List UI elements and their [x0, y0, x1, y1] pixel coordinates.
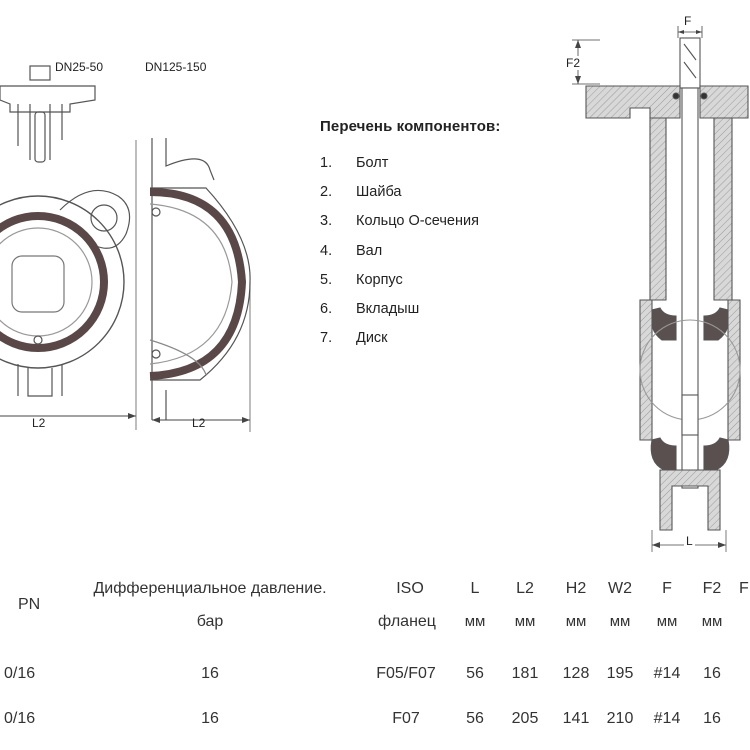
row1-l: 56	[466, 665, 484, 682]
technical-drawing	[0, 26, 749, 552]
header-dp-unit: бар	[196, 613, 224, 630]
unit-f: мм	[656, 613, 678, 630]
dn-large-label: DN125-150	[145, 60, 207, 74]
header-f: F	[662, 580, 672, 597]
row1-f2: 16	[703, 665, 721, 682]
side-view-drawing	[149, 138, 251, 432]
row2-dp: 16	[201, 710, 219, 727]
unit-w2: мм	[609, 613, 631, 630]
header-h2: H2	[565, 580, 587, 597]
header-extra: F	[739, 580, 749, 597]
unit-l2: мм	[514, 613, 536, 630]
component-label: Диск	[356, 330, 388, 347]
component-label: Вал	[356, 242, 383, 259]
row1-l2: 181	[511, 665, 539, 682]
list-item: 7.Диск	[320, 324, 580, 353]
dim-f2-label: F2	[566, 56, 581, 70]
row1-iso: F05/F07	[376, 665, 436, 682]
list-item: 6.Вкладыш	[320, 295, 580, 324]
row1-dp: 16	[201, 665, 219, 682]
header-iso-sub: фланец	[378, 613, 436, 630]
header-iso: ISO	[396, 580, 424, 597]
header-l: L	[470, 580, 480, 597]
list-item: 3.Кольцо О-сечения	[320, 207, 580, 236]
component-label: Шайба	[356, 184, 402, 201]
front-view-drawing	[0, 65, 137, 430]
dim-l-label: L	[684, 534, 695, 548]
row2-w2: 210	[606, 710, 634, 727]
component-label: Кольцо О-сечения	[356, 213, 479, 230]
section-view-drawing	[572, 26, 749, 552]
list-item: 1.Болт	[320, 149, 580, 178]
unit-h2: мм	[565, 613, 587, 630]
dim-f-label: F	[684, 14, 692, 28]
unit-f2: мм	[701, 613, 723, 630]
unit-l: мм	[464, 613, 486, 630]
component-label: Вкладыш	[356, 300, 420, 317]
row2-h2: 141	[562, 710, 590, 727]
component-label: Болт	[356, 155, 389, 171]
row2-f2: 16	[703, 710, 721, 727]
list-item: 5.Корпус	[320, 266, 580, 295]
header-pn: PN	[18, 596, 41, 613]
dim-l2-front-label: L2	[32, 416, 46, 430]
row2-l2: 205	[511, 710, 539, 727]
row1-pn: 0/16	[4, 665, 36, 682]
header-w2: W2	[608, 580, 632, 597]
list-item: 2.Шайба	[320, 178, 580, 207]
row2-l: 56	[466, 710, 484, 727]
list-item: 4.Вал	[320, 237, 580, 266]
spec-table: PN Дифференциальное давление. ISO L L2 H…	[0, 568, 750, 750]
component-label: Корпус	[356, 271, 403, 288]
header-l2: L2	[516, 580, 534, 597]
row1-f: #14	[653, 665, 681, 682]
components-items: 1.Болт 2.Шайба 3.Кольцо О-сечения 4.Вал …	[320, 149, 580, 353]
row1-h2: 128	[562, 665, 590, 682]
row1-w2: 195	[606, 665, 634, 682]
components-list: Перечень компонентов: 1.Болт 2.Шайба 3.К…	[320, 118, 580, 353]
row2-f: #14	[653, 710, 681, 727]
header-f2: F2	[702, 580, 722, 597]
row2-iso: F07	[392, 710, 420, 727]
dn-small-label: DN25-50	[55, 60, 104, 74]
row2-pn: 0/16	[4, 710, 36, 727]
components-title: Перечень компонентов:	[320, 118, 501, 135]
dim-l2-side-label: L2	[192, 416, 206, 430]
header-dp: Дифференциальное давление.	[93, 580, 327, 597]
